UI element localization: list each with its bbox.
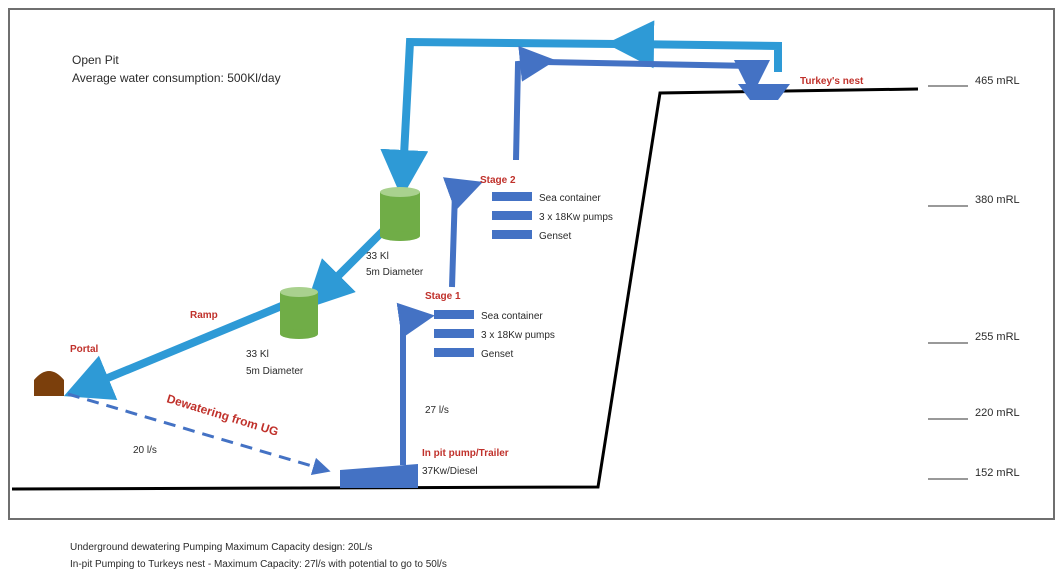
flow-27-label: 27 l/s xyxy=(425,405,449,416)
page-title: Open Pit xyxy=(72,53,119,67)
dewatering-label: Dewatering from UG xyxy=(165,391,280,438)
tank-lower xyxy=(280,287,318,339)
inpit-pump-label: In pit pump/Trailer xyxy=(422,448,509,459)
inpit-pump-trailer xyxy=(340,464,418,488)
pump-line-stage1-to-stage2 xyxy=(442,177,483,288)
level-220-label: 220 mRL xyxy=(975,407,1020,419)
stage1-item-2: 3 x 18Kw pumps xyxy=(481,330,555,341)
tank-upper-diameter: 5m Diameter xyxy=(366,267,424,278)
pit-profile-line xyxy=(11,87,919,491)
tank-upper-capacity: 33 Kl xyxy=(366,251,389,262)
stage1-bar-3 xyxy=(434,348,474,357)
stage2-label: Stage 2 xyxy=(480,175,516,186)
stage1-bar-2 xyxy=(434,329,474,338)
portal-label: Portal xyxy=(70,344,99,355)
level-380-label: 380 mRL xyxy=(975,194,1020,206)
stage1-item-1: Sea container xyxy=(481,311,543,322)
tank-lower-diameter: 5m Diameter xyxy=(246,366,304,377)
stage2-bar-3 xyxy=(492,230,532,239)
level-465-label: 465 mRL xyxy=(975,75,1020,87)
pipe-ramp-to-portal xyxy=(63,301,286,400)
stage1-bar-1 xyxy=(434,310,474,319)
flow-20-label: 20 l/s xyxy=(133,445,157,456)
level-152-label: 152 mRL xyxy=(975,467,1020,479)
stage2-item-1: Sea container xyxy=(539,193,601,204)
tank-upper xyxy=(380,187,420,241)
level-255-label: 255 mRL xyxy=(975,331,1020,343)
page-subtitle: Average water consumption: 500Kl/day xyxy=(72,71,281,85)
tank-lower-capacity: 33 Kl xyxy=(246,349,269,360)
portal-icon xyxy=(34,371,64,396)
return-pipe-left xyxy=(380,37,619,198)
pump-line-stage2-to-nest xyxy=(513,45,556,161)
footer-note-2: In-pit Pumping to Turkeys nest - Maximum… xyxy=(70,559,447,570)
stage1-item-3: Genset xyxy=(481,349,513,360)
ramp-label: Ramp xyxy=(190,310,218,321)
diagram-frame xyxy=(8,8,1055,520)
return-pipe-right xyxy=(606,20,782,72)
stage2-bar-1 xyxy=(492,192,532,201)
pump-line-to-nest xyxy=(544,59,770,96)
stage2-item-3: Genset xyxy=(539,231,571,242)
stage2-bar-2 xyxy=(492,211,532,220)
dewatering-dashed-line xyxy=(67,392,331,476)
turkeys-nest-basin xyxy=(738,84,790,100)
pump-line-inpit-to-stage1 xyxy=(396,302,435,465)
stage2-item-2: 3 x 18Kw pumps xyxy=(539,212,613,223)
turkeys-nest-label: Turkey's nest xyxy=(800,76,864,87)
stage1-label: Stage 1 xyxy=(425,291,461,302)
footer-note-1: Underground dewatering Pumping Maximum C… xyxy=(70,542,373,553)
inpit-pump-spec: 37Kw/Diesel xyxy=(422,466,478,477)
